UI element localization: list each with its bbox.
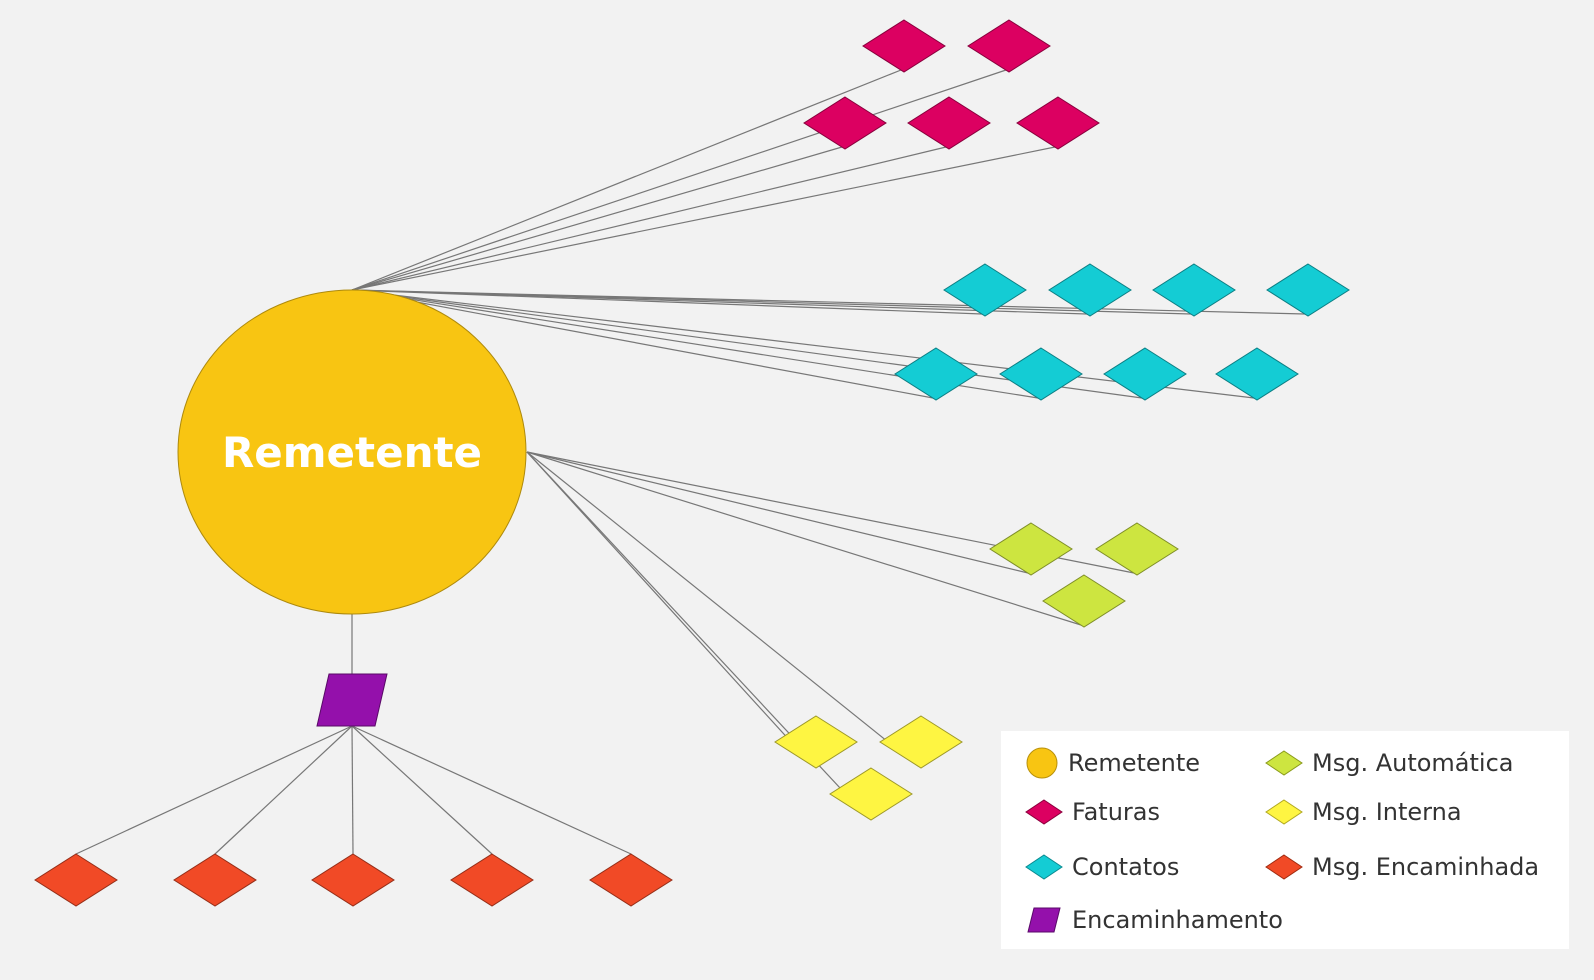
edge-line xyxy=(351,146,947,291)
legend-item-contatos: Contatos xyxy=(1024,849,1179,885)
edge-line xyxy=(526,451,1029,574)
edge-line xyxy=(214,725,353,855)
legend-item-msg-interna: Msg. Interna xyxy=(1264,794,1462,830)
faturas-node xyxy=(1016,96,1100,150)
legend-label-faturas: Faturas xyxy=(1072,798,1161,826)
msg-interna-node xyxy=(774,715,858,769)
contatos-node xyxy=(1048,263,1132,317)
legend-label-msg-automatica: Msg. Automática xyxy=(1312,749,1514,777)
faturas-node xyxy=(862,19,946,73)
msg-automatica-node xyxy=(989,522,1073,576)
nodes: Remetente xyxy=(34,19,1350,907)
contatos-node xyxy=(894,347,978,401)
msg-automatica-node xyxy=(1042,574,1126,628)
circle-icon xyxy=(1026,747,1058,779)
legend-item-msg-encaminhada: Msg. Encaminhada xyxy=(1264,849,1539,885)
contatos-node xyxy=(943,263,1027,317)
legend-label-msg-interna: Msg. Interna xyxy=(1312,798,1462,826)
msg-encaminhada-node xyxy=(173,853,257,907)
edge-line xyxy=(526,451,919,767)
contatos-node xyxy=(1266,263,1350,317)
edge-line xyxy=(526,451,1082,626)
diamond-icon xyxy=(1025,854,1063,880)
contatos-node xyxy=(1215,347,1299,401)
msg-encaminhada-node xyxy=(34,853,118,907)
contatos-node xyxy=(1152,263,1236,317)
encaminhamento-node xyxy=(316,673,388,727)
parallelogram-icon xyxy=(1027,907,1061,933)
diamond-icon xyxy=(1265,799,1303,825)
msg-interna-node xyxy=(879,715,963,769)
edges xyxy=(75,69,1306,855)
faturas-node xyxy=(967,19,1051,73)
diamond-icon xyxy=(1265,750,1303,776)
edge-line xyxy=(351,289,934,399)
msg-encaminhada-node xyxy=(450,853,534,907)
edge-line xyxy=(351,725,493,855)
edge-line xyxy=(351,725,632,855)
legend-item-encaminhamento: Encaminhamento xyxy=(1024,902,1283,938)
edge-line xyxy=(351,289,1306,315)
legend-label-msg-encaminhada: Msg. Encaminhada xyxy=(1312,853,1540,881)
legend-label-contatos: Contatos xyxy=(1072,853,1180,881)
faturas-node xyxy=(907,96,991,150)
edge-line xyxy=(351,725,354,855)
diamond-icon xyxy=(1265,854,1303,880)
msg-encaminhada-node xyxy=(589,853,673,907)
contatos-node xyxy=(999,347,1083,401)
legend-label-remetente: Remetente xyxy=(1068,749,1201,777)
legend: Remetente Msg. Automática Faturas Msg. I… xyxy=(1001,731,1569,949)
edge-line xyxy=(351,69,1007,291)
legend-item-msg-automatica: Msg. Automática xyxy=(1264,745,1514,781)
edge-line xyxy=(351,289,1255,399)
msg-automatica-node xyxy=(1095,522,1179,576)
msg-encaminhada-node xyxy=(311,853,395,907)
edge-line xyxy=(75,725,353,855)
legend-item-faturas: Faturas xyxy=(1024,794,1160,830)
edge-line xyxy=(351,69,902,291)
edge-line xyxy=(351,146,1056,291)
faturas-node xyxy=(803,96,887,150)
legend-label-encaminhamento: Encaminhamento xyxy=(1072,906,1283,934)
edge-line xyxy=(351,146,843,291)
edge-line xyxy=(526,451,814,767)
msg-interna-node xyxy=(829,767,913,821)
legend-item-remetente: Remetente xyxy=(1024,745,1200,781)
remetente-node xyxy=(177,289,527,615)
diamond-icon xyxy=(1025,799,1063,825)
contatos-node xyxy=(1103,347,1187,401)
remetente-label: Remetente xyxy=(222,428,482,477)
